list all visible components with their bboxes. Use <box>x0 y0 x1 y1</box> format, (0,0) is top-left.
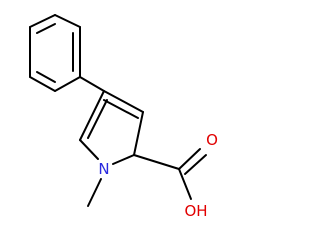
phenyl-double-bond-inner-2 <box>36 71 56 83</box>
phenyl-bond-6 <box>54 14 81 28</box>
pyrrole-bond-c2-n1 <box>112 154 135 165</box>
hydroxyl-bond <box>178 168 192 200</box>
pyrrole-bond-c3-c2 <box>133 111 144 156</box>
background <box>0 0 250 250</box>
pyrrole-bond-n1-c5 <box>79 139 99 160</box>
molecule-structure: N O OH <box>0 0 250 250</box>
atom-label-carbonyl-o: O <box>206 131 218 149</box>
phenyl-bond-1 <box>29 14 56 28</box>
phenyl-pyrrole-link <box>79 76 105 92</box>
atom-label-layer: N O OH <box>98 131 218 220</box>
phenyl-bond-3 <box>29 76 56 92</box>
atom-label-hydroxyl: OH <box>184 202 207 220</box>
n-methyl-bond <box>87 178 102 207</box>
bond-layer <box>29 14 207 207</box>
atom-label-n: N <box>98 160 109 178</box>
carbonyl-double-bond-a <box>178 148 201 170</box>
phenyl-double-bond-inner-1 <box>36 23 56 34</box>
pyrrole-double-bond-inner <box>87 99 108 139</box>
carbonyl-double-bond-b <box>184 154 207 175</box>
pyrrole-bond-c3-c3-double <box>103 99 139 119</box>
pyrrole-bond-c4-c3 <box>103 90 144 113</box>
phenyl-bond-4 <box>54 76 81 92</box>
carboxyl-bond <box>133 154 180 170</box>
pyrrole-bond-c5-c4 <box>79 90 105 141</box>
